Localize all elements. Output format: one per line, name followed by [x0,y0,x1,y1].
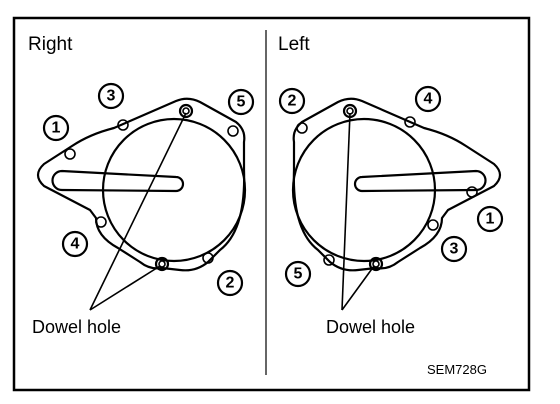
svg-text:3: 3 [107,88,116,105]
right-leader-bottom [89,265,161,311]
left-seq-1: 1 [476,205,504,233]
right-slot [51,169,185,193]
right-bolt-hole-4 [95,216,107,228]
left-seq-4: 4 [414,85,442,113]
left-seq-2: 2 [278,87,306,115]
right-dowel-hole-bottom [154,256,170,272]
svg-text:1: 1 [486,211,495,228]
svg-text:4: 4 [71,236,80,253]
left-seq-5: 5 [284,260,312,288]
right-seq-4: 4 [61,230,89,258]
figure-frame [12,16,531,392]
right-seq-3: 3 [97,82,125,110]
right-seq-1: 1 [42,114,70,142]
left-gasket-outline [292,97,502,272]
left-heading: Left [278,34,310,55]
left-leader-top [341,112,351,311]
right-seq-2: 2 [216,269,244,297]
right-bolt-hole-3 [117,119,129,131]
left-seq-3: 3 [440,235,468,263]
svg-text:3: 3 [450,241,459,258]
left-leader-bottom [341,265,375,311]
right-gasket-outline [36,97,246,272]
right-bolt-hole-5 [227,125,239,137]
left-bolt-hole-3 [427,219,439,231]
left-bolt-hole-4 [404,116,416,128]
left-dowel-hole-bottom [368,256,384,272]
left-slot [353,169,487,193]
left-panel: Left Dowel hole 1 2 3 [278,34,504,337]
svg-text:5: 5 [294,266,303,283]
svg-text:4: 4 [424,91,433,108]
left-bolt-hole-5 [323,254,335,266]
right-seq-5: 5 [227,88,255,116]
right-dowel-label: Dowel hole [32,317,121,337]
right-leader-top [89,112,187,311]
svg-text:5: 5 [237,94,246,111]
right-panel: Right Dowel hole 1 2 3 [28,34,255,337]
left-bolt-hole-1 [466,186,478,198]
right-bolt-hole-1 [64,148,76,160]
left-dowel-label: Dowel hole [326,317,415,337]
right-bolt-hole-2 [202,252,214,264]
left-bolt-hole-2 [296,122,308,134]
svg-text:1: 1 [52,120,61,137]
svg-text:2: 2 [226,275,235,292]
svg-text:2: 2 [288,93,297,110]
right-dowel-hole-top [178,103,194,119]
right-heading: Right [28,34,73,55]
figure-code: SEM728G [427,362,487,377]
